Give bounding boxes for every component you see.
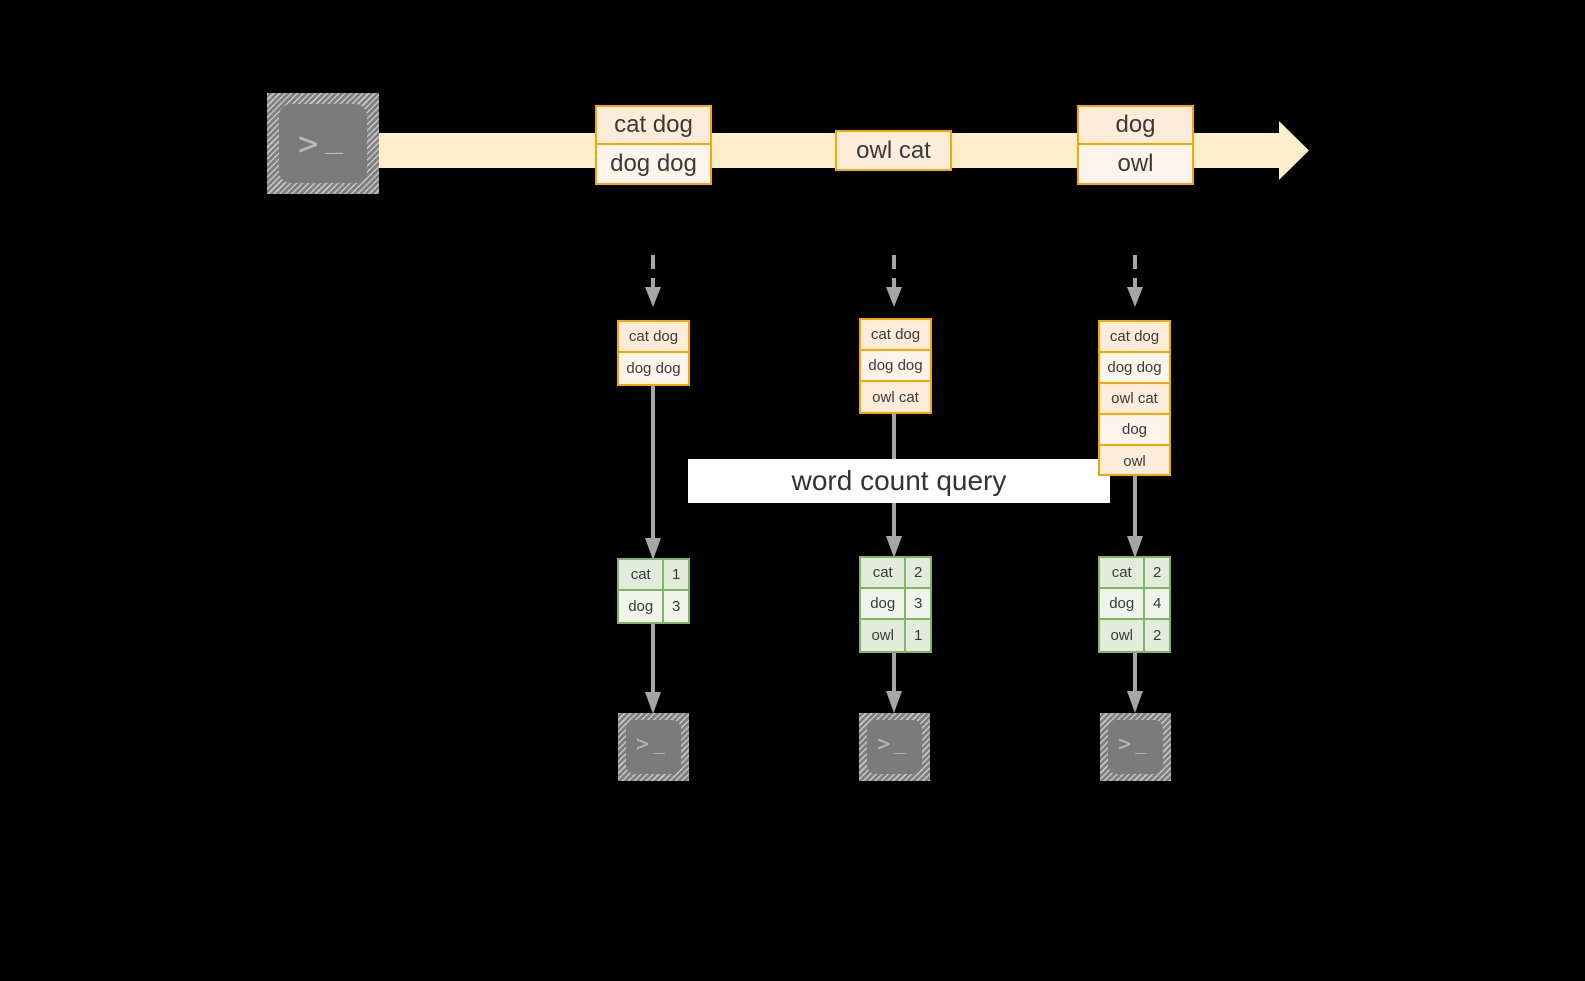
result-count: 1 [906, 620, 930, 651]
result-count: 3 [664, 591, 688, 622]
stream-record-line: cat dog [597, 107, 710, 145]
terminal-cursor-glyph: _ [1135, 730, 1149, 754]
terminal-cursor-glyph: _ [653, 730, 667, 754]
query-banner-label: word count query [791, 465, 1007, 496]
column-input-buffer[interactable]: cat dog dog dog [617, 320, 690, 386]
result-count: 4 [1145, 589, 1169, 618]
table-row: cat 2 [1100, 558, 1169, 589]
buffer-line: dog dog [619, 353, 688, 384]
buffer-line: owl cat [861, 382, 930, 412]
result-table[interactable]: cat 1 dog 3 [617, 558, 690, 624]
result-word: cat [861, 558, 907, 587]
result-count: 2 [906, 558, 930, 587]
buffer-line: dog [1100, 415, 1169, 446]
terminal-screen [867, 720, 922, 774]
result-count: 2 [1145, 558, 1169, 587]
result-word: owl [861, 620, 907, 651]
buffer-line: cat dog [619, 322, 688, 353]
terminal-screen [279, 104, 367, 183]
terminal-screen [1108, 720, 1163, 774]
stream-record[interactable]: cat dog dog dog [595, 105, 712, 185]
dashed-down-arrow-icon [886, 255, 902, 307]
query-banner: word count query [688, 459, 1110, 503]
result-table[interactable]: cat 2 dog 3 owl 1 [859, 556, 932, 653]
stream-record[interactable]: dog owl [1077, 105, 1194, 185]
table-row: dog 3 [619, 591, 688, 622]
result-count: 3 [906, 589, 930, 618]
dashed-down-arrow-icon [1127, 255, 1143, 307]
terminal-prompt-glyph: > [877, 732, 892, 757]
result-word: dog [1100, 589, 1146, 618]
buffer-line: dog dog [1100, 353, 1169, 384]
result-word: owl [1100, 620, 1146, 651]
table-row: cat 2 [861, 558, 930, 589]
buffer-line: owl cat [1100, 384, 1169, 415]
column-input-buffer[interactable]: cat dog dog dog owl cat [859, 318, 932, 414]
right-arrow-icon [1243, 121, 1309, 180]
stream-record-line: owl cat [837, 132, 950, 169]
table-row: owl 1 [861, 620, 930, 651]
table-row: cat 1 [619, 560, 688, 591]
sink-terminal-icon: > _ [1100, 713, 1171, 781]
table-row: dog 4 [1100, 589, 1169, 620]
down-arrow-icon [645, 624, 661, 714]
result-word: dog [861, 589, 907, 618]
result-table[interactable]: cat 2 dog 4 owl 2 [1098, 556, 1171, 653]
table-row: owl 2 [1100, 620, 1169, 651]
down-arrow-icon [645, 386, 661, 560]
terminal-prompt-glyph: > [298, 124, 320, 164]
source-terminal-icon: > _ [267, 93, 379, 194]
result-count: 2 [1145, 620, 1169, 651]
down-arrow-icon [1127, 476, 1143, 558]
stream-record-line: owl [1079, 145, 1192, 183]
stream-record-line: dog [1079, 107, 1192, 145]
buffer-line: cat dog [1100, 322, 1169, 353]
result-word: dog [619, 591, 665, 622]
down-arrow-icon [886, 653, 902, 713]
down-arrow-icon [1127, 653, 1143, 713]
buffer-line: owl [1100, 446, 1169, 474]
buffer-line: dog dog [861, 351, 930, 382]
buffer-line: cat dog [861, 320, 930, 351]
table-row: dog 3 [861, 589, 930, 620]
sink-terminal-icon: > _ [618, 713, 689, 781]
stream-record-line: dog dog [597, 145, 710, 183]
column-input-buffer[interactable]: cat dog dog dog owl cat dog owl [1098, 320, 1171, 476]
dashed-down-arrow-icon [645, 255, 661, 307]
result-word: cat [619, 560, 665, 589]
terminal-cursor-glyph: _ [325, 120, 345, 155]
terminal-prompt-glyph: > [1118, 732, 1133, 757]
stream-record[interactable]: owl cat [835, 130, 952, 171]
sink-terminal-icon: > _ [859, 713, 930, 781]
terminal-cursor-glyph: _ [894, 730, 908, 754]
result-count: 1 [664, 560, 688, 589]
terminal-screen [626, 720, 681, 774]
result-word: cat [1100, 558, 1146, 587]
terminal-prompt-glyph: > [636, 732, 651, 757]
